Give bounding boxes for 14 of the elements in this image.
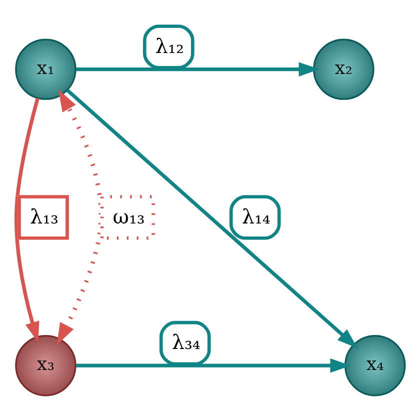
arrow <box>76 358 351 373</box>
edge-label: λ₁₃ <box>30 205 59 228</box>
edge-label: λ₃₄ <box>172 331 200 354</box>
edge-label: ω₁₃ <box>112 205 145 228</box>
edge-label: λ₁₄ <box>242 205 270 228</box>
edge-label: λ₁₂ <box>155 34 184 58</box>
arrow <box>56 90 104 346</box>
arrow <box>66 88 358 348</box>
node-circle: x₁ <box>15 38 76 100</box>
node-circle: x₄ <box>344 334 406 396</box>
node-circle: x₃ <box>15 334 76 396</box>
node-circle: x₂ <box>313 38 374 100</box>
arrow <box>14 98 40 342</box>
arrow <box>76 62 320 77</box>
